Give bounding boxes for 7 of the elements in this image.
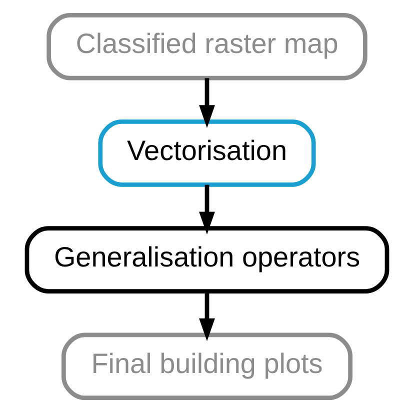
arrow bbox=[198, 291, 214, 342]
arrow bbox=[198, 78, 214, 128]
node-box: Vectorisation bbox=[98, 120, 316, 187]
node-box: Final building plots bbox=[61, 332, 352, 400]
arrow bbox=[198, 184, 214, 235]
node-box: Generalisation operators bbox=[24, 226, 389, 294]
node-box: Classified raster map bbox=[46, 12, 367, 80]
